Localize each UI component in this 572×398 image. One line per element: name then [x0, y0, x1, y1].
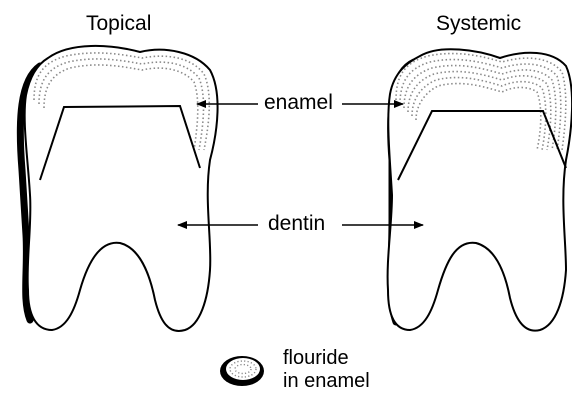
- enamel-label: enamel: [264, 91, 333, 115]
- systemic-tooth: [388, 49, 572, 330]
- legend-label-line1: flouride: [283, 346, 349, 370]
- topical-title: Topical: [86, 12, 151, 36]
- dentin-label: dentin: [268, 212, 325, 236]
- systemic-title: Systemic: [436, 12, 521, 36]
- topical-tooth-outline: [25, 46, 218, 331]
- legend-label-line2: in enamel: [283, 369, 370, 393]
- systemic-tooth-outline: [388, 49, 572, 330]
- topical-tooth: [20, 46, 217, 331]
- fluoride-legend-icon: [220, 356, 264, 386]
